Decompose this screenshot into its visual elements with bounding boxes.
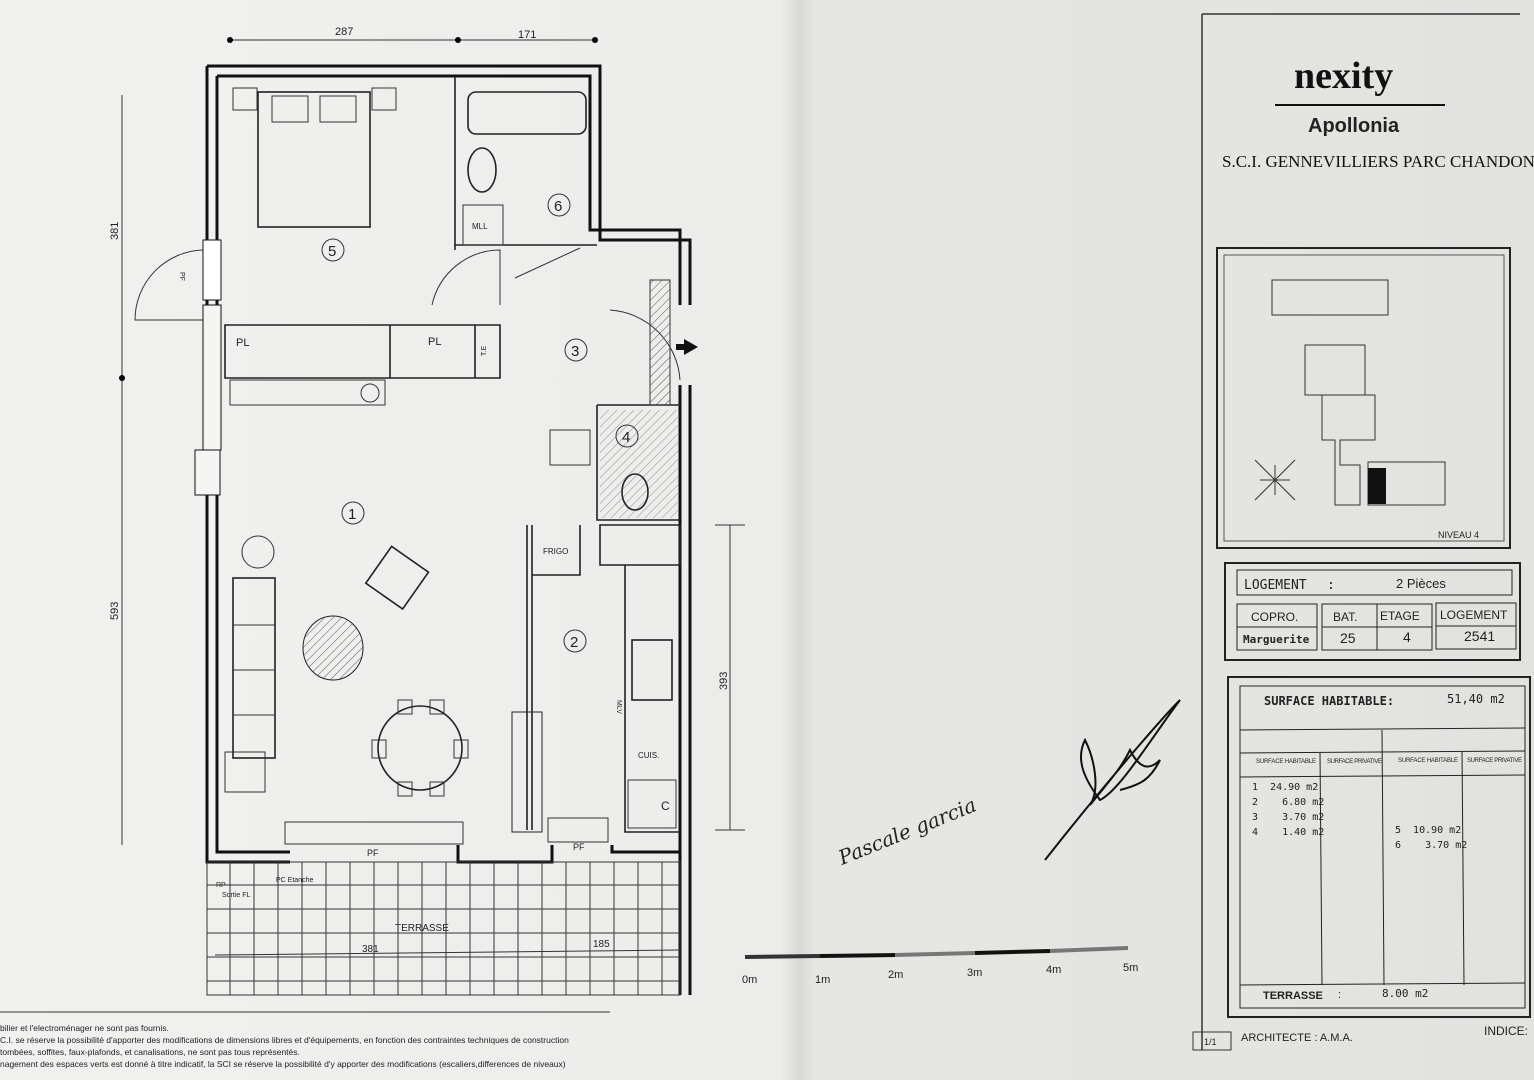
note-1: bilier et l'electroménager ne sont pas f… [0, 1023, 169, 1033]
notes: bilier et l'electroménager ne sont pas f… [0, 1011, 610, 1069]
area-room-3: 3 3.70 m2 [1252, 812, 1324, 823]
nexity-logo: nexity [1294, 55, 1393, 97]
area-room-5: 5 10.90 m2 [1395, 825, 1461, 836]
terrace: RP Sortie FL PC Etanche TERRASSE 381 185 [206, 861, 681, 996]
dim-right: 393 [718, 672, 730, 690]
label-pf-1: PF [367, 848, 379, 858]
room-5: 5 [328, 243, 336, 260]
header-etage: ETAGE [1380, 609, 1420, 623]
company-name: S.C.I. GENNEVILLIERS PARC CHANDON [1222, 152, 1534, 171]
logement-type: 2 Pièces [1396, 576, 1446, 591]
armchair [364, 545, 430, 611]
label-pl-2: PL [428, 336, 441, 348]
label-terrasse: TERRASSE [395, 923, 449, 934]
compass-icon [1254, 459, 1296, 501]
page-number: 1/1 [1204, 1037, 1217, 1047]
area-room-4: 4 1.40 m2 [1252, 827, 1324, 838]
program-name: Apollonia [1308, 115, 1400, 137]
toilet [621, 473, 649, 511]
rug [302, 615, 364, 681]
dining-table [377, 705, 463, 791]
label-frigo: FRIGO [543, 547, 568, 556]
dim-terrace-left: 381 [362, 944, 379, 955]
dimension-lines: 287 171 381 593 393 [109, 26, 745, 845]
furniture [224, 87, 677, 829]
terrasse-label: TERRASSE [1263, 990, 1323, 1002]
room-6: 6 [554, 198, 562, 215]
label-c: C [661, 799, 670, 813]
label-pf-2: PF [573, 842, 585, 852]
scale-2m: 2m [888, 969, 903, 981]
bed [257, 91, 371, 228]
label-cuis: CUIS. [638, 751, 659, 760]
room-3: 3 [571, 343, 579, 360]
scale-0m: 0m [742, 974, 757, 986]
dim-left-lower: 593 [109, 602, 121, 620]
logement-label: LOGEMENT [1244, 578, 1307, 593]
dim-terrace-right: 185 [593, 939, 610, 950]
dim-top-right: 171 [518, 29, 536, 41]
col-header-3: SURFACE HABITABLE [1398, 758, 1458, 764]
terrace-tiles [207, 862, 680, 995]
room-1: 1 [348, 506, 356, 523]
terrasse-value: 8.00 m2 [1382, 987, 1428, 1000]
bathtub [467, 91, 587, 135]
logement-separator: : [1327, 578, 1335, 593]
label-pc: PC Etanche [276, 877, 313, 884]
sofa [232, 577, 276, 759]
entrance-arrow-icon [676, 339, 698, 355]
label-rp: RP [216, 882, 226, 889]
surface-label: SURFACE HABITABLE: [1264, 694, 1394, 708]
note-2: C.I. se réserve la possibilité d'apporte… [0, 1035, 569, 1045]
title-block: nexity Apollonia S.C.I. GENNEVILLIERS PA… [1192, 13, 1534, 1051]
handwritten-name: Pascale garcia [834, 793, 980, 870]
washbasin [467, 147, 497, 193]
architect: ARCHITECTE : A.M.A. [1241, 1032, 1353, 1044]
label-mlv: MLV [615, 700, 622, 714]
value-copro: Marguerite [1243, 633, 1310, 646]
value-etage: 4 [1403, 629, 1411, 645]
surface-total: 51,40 m2 [1447, 692, 1505, 706]
scale-3m: 3m [967, 967, 982, 979]
room-2: 2 [570, 634, 578, 651]
area-room-1: 1 24.90 m2 [1252, 782, 1318, 793]
col-header-1: SURFACE HABITABLE [1256, 759, 1316, 765]
room-4: 4 [622, 429, 630, 446]
scale-4m: 4m [1046, 964, 1061, 976]
room-numbers: 1 2 3 4 5 6 [321, 193, 639, 653]
fixture-labels: PL PL T.E MLL FRIGO MLV CUIS. C PF PF PF [178, 222, 670, 858]
header-bat: BAT. [1333, 610, 1357, 624]
scale-1m: 1m [815, 974, 830, 986]
scale-5m: 5m [1123, 962, 1138, 974]
area-room-2: 2 6.80 m2 [1252, 797, 1324, 808]
dim-top-left: 287 [335, 26, 353, 38]
label-pf-window: PF [178, 272, 185, 281]
note-4: nagement des espaces verts est donné à t… [0, 1059, 566, 1069]
col-header-4: SURFACE PRIVATIVE [1467, 758, 1522, 764]
header-copro: COPRO. [1251, 610, 1298, 624]
scale-bar: 0m 1m 2m 3m 4m 5m [742, 946, 1138, 986]
site-map [1216, 247, 1511, 549]
sink [631, 639, 673, 701]
value-bat: 25 [1340, 630, 1356, 646]
walls [134, 64, 698, 995]
dim-left-upper: 381 [109, 222, 121, 240]
signatures: Pascale garcia [834, 699, 1181, 870]
header-logement: LOGEMENT [1440, 608, 1508, 622]
label-pl-1: PL [236, 337, 249, 349]
area-room-6: 6 3.70 m2 [1395, 840, 1467, 851]
col-header-2: SURFACE PRIVATIVE [1327, 759, 1382, 765]
indice-label: INDICE: [1484, 1024, 1528, 1038]
label-mll: MLL [472, 222, 488, 231]
label-sortie: Sortie FL [222, 892, 251, 899]
signature-mark [1044, 699, 1181, 861]
value-logement: 2541 [1464, 628, 1495, 644]
note-3: tombées, soffites, faux-plafonds, et can… [0, 1047, 300, 1057]
terrasse-separator: : [1338, 989, 1341, 1001]
level-label: NIVEAU 4 [1438, 530, 1479, 540]
label-te: T.E [481, 346, 488, 356]
